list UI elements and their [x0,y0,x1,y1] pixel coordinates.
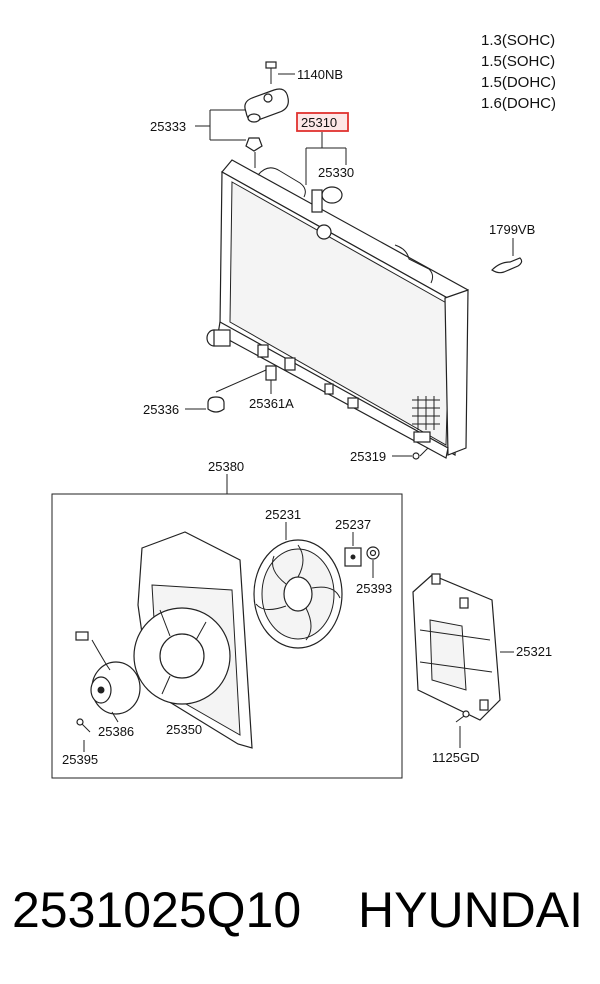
engine-variant: 1.3(SOHC) [481,32,555,49]
callout-1140NB: 1140NB [297,67,343,82]
bolt-1125GD [455,710,470,748]
bottom-bracket [413,431,431,443]
mount-25336 [185,369,267,413]
upper-tank-contour [257,167,306,198]
bracket-nut [245,137,263,152]
callout-25319: 25319 [350,449,386,464]
callout-25330: 25330 [318,165,354,180]
engine-variant: 1.5(DOHC) [481,74,556,91]
clip-1799VB [491,238,523,274]
footer-caption: 2531025Q10 HYUNDAI [0,870,600,950]
radiator-side-tank [444,289,469,456]
callout-25395: 25395 [62,752,98,767]
fan-blade-25231 [253,522,343,649]
callout-25361A: 25361A [249,396,294,411]
fan-assembly-frame-25380 [51,493,403,779]
engine-variant: 1.5(SOHC) [481,53,555,70]
filler-neck [316,224,332,240]
bottom-fitting [257,344,269,358]
nut-25237 [344,532,362,567]
callout-25310-highlighted[interactable]: 25310 [301,115,337,130]
callout-25350: 25350 [166,722,202,737]
washer-25393 [366,546,380,578]
engine-variant-list: 1.3(SOHC) 1.5(SOHC) 1.5(DOHC) 1.6(DOHC) [481,32,556,112]
callout-25231: 25231 [265,507,301,522]
radiator-cap-25330 [321,186,343,204]
leader-25310 [305,132,347,185]
bottom-fitting [324,383,334,395]
part-number: 2531025Q10 [12,882,302,938]
callout-25386: 25386 [98,724,134,739]
highlighted-part-box [296,112,349,132]
bottom-fitting [284,357,296,371]
leader-25336 [215,369,267,393]
callout-1799VB: 1799VB [489,222,535,237]
core-mesh-detail [412,396,440,430]
brand-name: HYUNDAI [358,882,584,938]
screw-25395 [76,718,91,752]
filler-tube [311,189,323,213]
callout-25333: 25333 [150,119,186,134]
engine-variant: 1.6(DOHC) [481,95,556,112]
lower-outlet-neck [213,329,231,347]
radiator-drawing [206,159,469,459]
callout-25321: 25321 [516,644,552,659]
callout-25336: 25336 [143,402,179,417]
callout-25380: 25380 [208,459,244,474]
callout-25237: 25237 [335,517,371,532]
callout-25393: 25393 [356,581,392,596]
top-bracket-25333 [195,61,295,168]
shroud-panel-25321 [412,573,514,721]
radiator-fins [229,181,451,446]
callout-1125GD: 1125GD [432,750,479,765]
plug-25319 [392,447,429,460]
bolt-25361A [265,365,277,394]
fan-motor-25386 [75,631,141,723]
fan-shroud-25350 [133,531,253,749]
bottom-fitting [347,397,359,409]
upper-tank-contour [394,244,434,284]
